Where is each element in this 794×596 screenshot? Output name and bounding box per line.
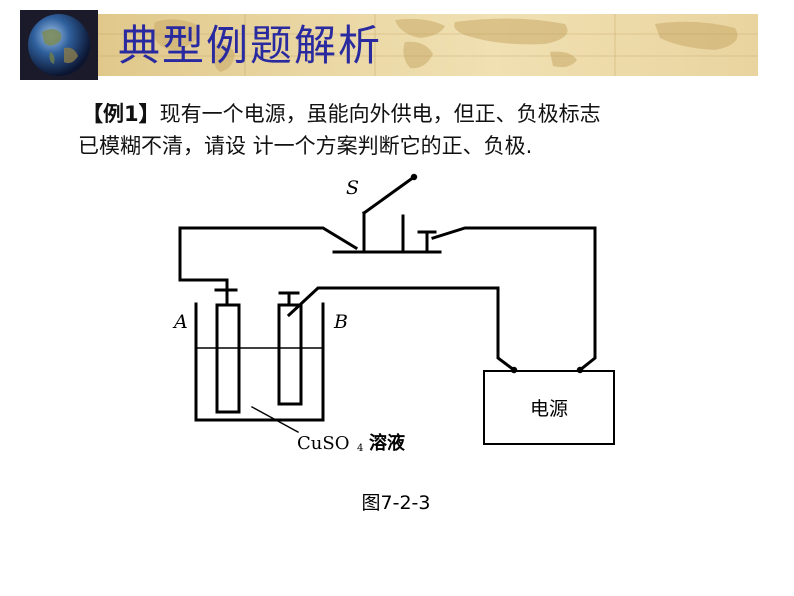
wire-b-to-power: [286, 286, 517, 373]
world-map-decoration: [95, 14, 758, 76]
solution-leader: [251, 406, 299, 433]
beaker: [194, 302, 325, 422]
header-banner: 典型例题解析: [0, 0, 794, 84]
figure-caption: 图7-2-3: [362, 492, 431, 514]
electrode-b-label: B: [333, 311, 348, 333]
electrode-b: [277, 303, 303, 406]
problem-line-2: 已模糊不清，请设 计一个方案判断它的正、负极.: [78, 134, 533, 158]
switch-pivot-dot: [410, 173, 418, 181]
world-map-strip: [95, 14, 758, 76]
switch-blade: [361, 174, 417, 216]
problem-label: 【例1】: [82, 102, 160, 126]
problem-text: 【例1】现有一个电源，虽能向外供电，但正、负极标志 已模糊不清，请设 计一个方案…: [78, 98, 738, 162]
power-supply-label: 电源: [530, 398, 568, 420]
power-terminal-left: [510, 366, 518, 374]
page-title: 典型例题解析: [118, 21, 383, 70]
solution-formula: CuSO: [297, 433, 349, 454]
wire-left-loop: [178, 226, 359, 292]
power-supply-box: [483, 370, 615, 445]
wire-switch-to-power: [431, 226, 597, 373]
globe-icon: [20, 10, 98, 80]
solution-subscript: 4: [357, 443, 363, 454]
electrode-a-label: A: [172, 311, 188, 333]
problem-line-1: 【例1】现有一个电源，虽能向外供电，但正、负极标志: [78, 98, 738, 130]
solution-text: 溶液: [369, 432, 406, 454]
electrode-a: [215, 303, 241, 414]
problem-line-1-text: 现有一个电源，虽能向外供电，但正、负极标志: [159, 102, 601, 126]
switch-label: S: [346, 177, 359, 199]
power-terminal-right: [576, 366, 584, 374]
